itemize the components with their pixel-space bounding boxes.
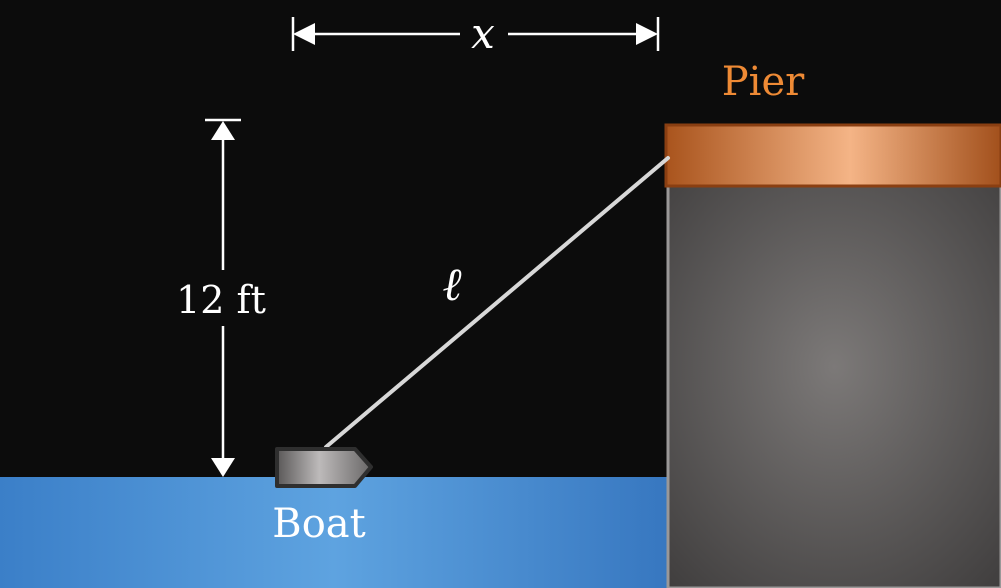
- pier-deck: [664, 123, 1001, 188]
- rope-label: ℓ: [442, 257, 462, 311]
- height-label: 12 ft: [176, 278, 266, 322]
- pier-label: Pier: [722, 59, 805, 105]
- rope: [324, 156, 670, 449]
- pier-body: [666, 184, 1001, 588]
- height-dimension-arrow: [205, 118, 241, 477]
- boat-label: Boat: [272, 501, 365, 547]
- water: [0, 477, 668, 588]
- boat: [275, 447, 373, 488]
- x-label: x: [471, 9, 495, 58]
- x-dimension-arrow: [291, 17, 660, 51]
